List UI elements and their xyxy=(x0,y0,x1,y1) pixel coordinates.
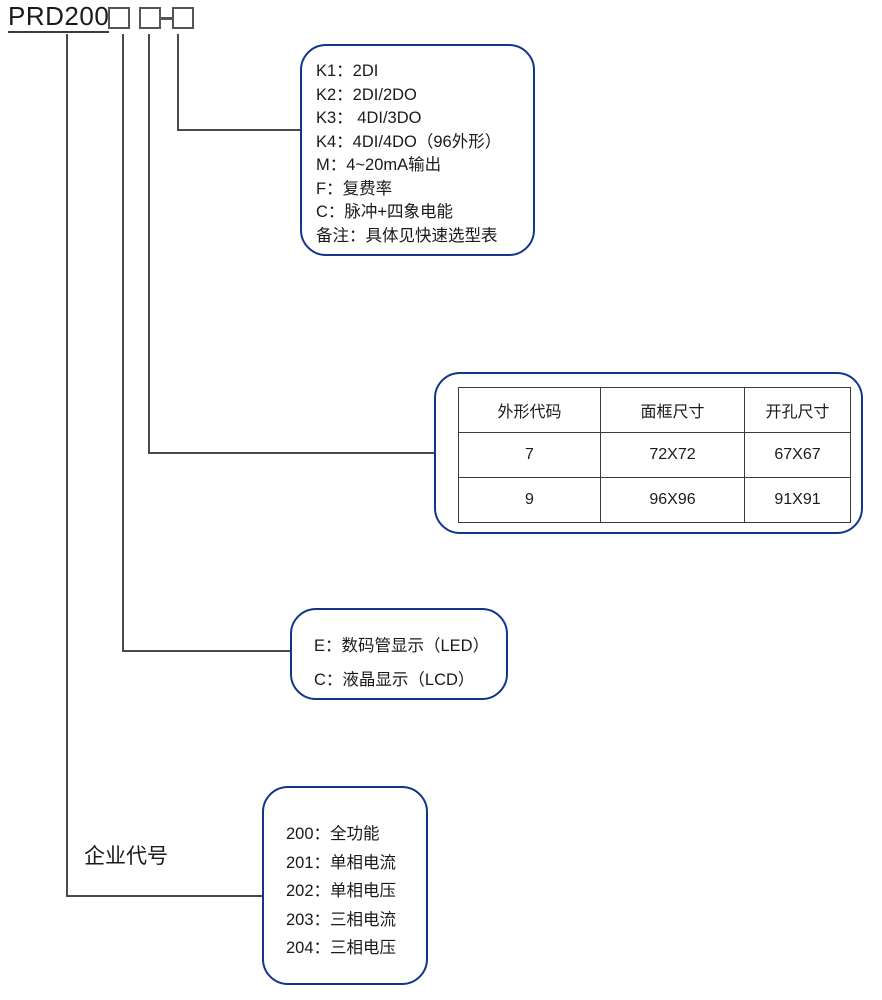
leader-line-4-vertical xyxy=(177,34,179,130)
placeholder-box-2 xyxy=(139,7,161,29)
option-line-k4: K4：4DI/4DO（96外形） xyxy=(316,132,502,151)
header-outline-code: 外形代码 xyxy=(458,387,601,433)
header-panel-size: 面框尺寸 xyxy=(600,387,745,433)
leader-line-1-vertical xyxy=(66,34,68,897)
display-line-led: E：数码管显示（LED） xyxy=(314,637,490,655)
leader-line-4-horizontal xyxy=(177,129,302,131)
placeholder-box-1 xyxy=(108,7,130,29)
function-list: 200：全功能 201：单相电流 202：单相电压 203：三相电流 204：三… xyxy=(286,820,396,963)
function-callout-box: 200：全功能 201：单相电流 202：单相电压 203：三相电流 204：三… xyxy=(262,786,428,985)
dimension-table: 外形代码 面框尺寸 开孔尺寸 7 72X72 67X67 9 96X96 91X… xyxy=(458,387,851,523)
placeholder-box-3 xyxy=(172,7,194,29)
function-line-200: 200：全功能 xyxy=(286,825,380,843)
leader-line-3-horizontal xyxy=(148,452,436,454)
model-code-text: PRD200 xyxy=(8,1,110,33)
leader-line-1-horizontal xyxy=(66,895,264,897)
cell-cutout-9: 91X91 xyxy=(744,477,851,523)
table-row: 9 96X96 91X91 xyxy=(458,477,851,523)
header-cutout-size: 开孔尺寸 xyxy=(744,387,851,433)
leader-line-3-vertical xyxy=(148,34,150,452)
function-line-204: 204：三相电压 xyxy=(286,939,397,957)
separator-dash xyxy=(161,17,172,20)
cell-panel-9: 96X96 xyxy=(600,477,745,523)
leader-line-2-vertical xyxy=(122,34,124,650)
option-line-k1: K1：2DI xyxy=(316,62,379,80)
cell-code-7: 7 xyxy=(458,432,601,478)
options-list: K1：2DI K2：2DI/2DO K3： 4DI/3DO K4：4DI/4DO… xyxy=(316,60,501,248)
table-row: 7 72X72 67X67 xyxy=(458,432,851,478)
cell-panel-7: 72X72 xyxy=(600,432,745,478)
option-line-f: F：复费率 xyxy=(316,179,393,198)
option-line-c: C：脉冲+四象电能 xyxy=(316,203,454,221)
option-line-m: M：4~20mA输出 xyxy=(316,156,442,174)
cell-code-9: 9 xyxy=(458,477,601,523)
option-line-note: 备注：具体见快速选型表 xyxy=(316,226,498,245)
display-type-callout-box: E：数码管显示（LED） C：液晶显示（LCD） xyxy=(290,608,508,700)
options-callout-box: K1：2DI K2：2DI/2DO K3： 4DI/3DO K4：4DI/4DO… xyxy=(300,44,535,256)
function-line-202: 202：单相电压 xyxy=(286,882,397,900)
cell-cutout-7: 67X67 xyxy=(744,432,851,478)
function-line-201: 201：单相电流 xyxy=(286,853,397,872)
function-line-203: 203：三相电流 xyxy=(286,910,397,929)
enterprise-code-label: 企业代号 xyxy=(84,845,168,868)
option-line-k2: K2：2DI/2DO xyxy=(316,85,417,104)
leader-line-2-horizontal xyxy=(122,650,292,652)
table-header-row: 外形代码 面框尺寸 开孔尺寸 xyxy=(458,387,851,433)
dimension-table-callout-box: 外形代码 面框尺寸 开孔尺寸 7 72X72 67X67 9 96X96 91X… xyxy=(434,372,863,534)
display-line-lcd: C：液晶显示（LCD） xyxy=(314,671,475,689)
option-line-k3: K3： 4DI/3DO xyxy=(316,109,422,127)
display-type-list: E：数码管显示（LED） C：液晶显示（LCD） xyxy=(314,629,489,697)
